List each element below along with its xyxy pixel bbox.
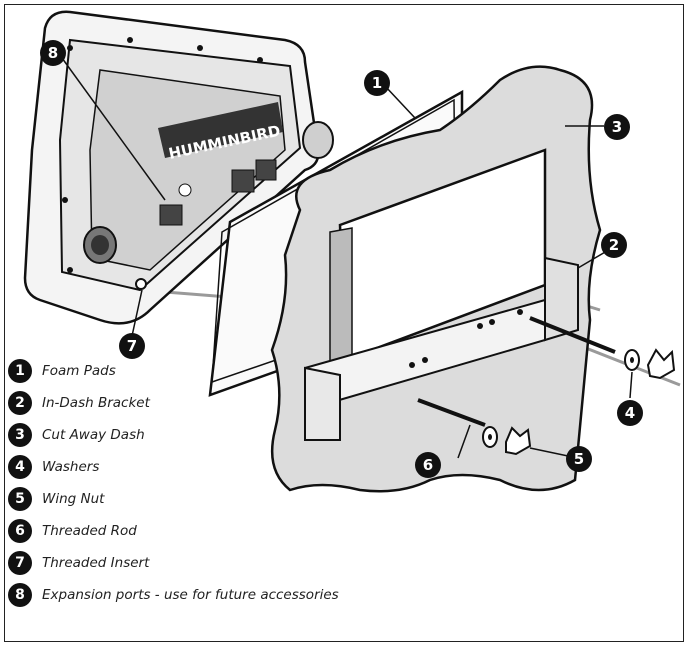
threaded-rods <box>417 316 616 427</box>
legend-item-washers: 4 Washers <box>8 454 99 480</box>
callout-2: 2 <box>601 232 627 258</box>
legend-label: Wing Nut <box>42 491 105 507</box>
legend-number: 2 <box>8 391 32 415</box>
threaded-insert <box>135 278 147 290</box>
legend-number: 7 <box>8 551 32 575</box>
wing-nuts <box>505 348 676 456</box>
legend-item-threaded-insert: 7 Threaded Insert <box>8 550 149 576</box>
legend-item-foam-pads: 1 Foam Pads <box>8 358 116 384</box>
legend-label: Threaded Insert <box>42 555 150 571</box>
washers <box>482 349 640 448</box>
callout-1: 1 <box>364 70 390 96</box>
diagram-frame <box>4 4 684 642</box>
legend-number: 4 <box>8 455 32 479</box>
mounting-knob <box>83 121 334 264</box>
legend-number: 6 <box>8 519 32 543</box>
callout-5: 5 <box>566 446 592 472</box>
callout-7: 7 <box>119 333 145 359</box>
legend-label: Threaded Rod <box>42 523 137 539</box>
legend-number: 8 <box>8 583 32 607</box>
legend-item-expansion-ports: 8 Expansion ports - use for future acces… <box>8 582 339 608</box>
legend-number: 5 <box>8 487 32 511</box>
callout-6: 6 <box>415 452 441 478</box>
legend-label: Foam Pads <box>42 363 116 379</box>
legend-number: 1 <box>8 359 32 383</box>
legend-number: 3 <box>8 423 32 447</box>
callout-8: 8 <box>40 40 66 66</box>
in-dash-bracket <box>304 256 579 441</box>
legend-label: Expansion ports - use for future accesso… <box>42 587 339 603</box>
legend-label: Washers <box>42 459 100 475</box>
legend-item-cut-away-dash: 3 Cut Away Dash <box>8 422 145 448</box>
legend-item-in-dash-bracket: 2 In-Dash Bracket <box>8 390 150 416</box>
legend-label: In-Dash Bracket <box>42 395 150 411</box>
legend-item-threaded-rod: 6 Threaded Rod <box>8 518 137 544</box>
legend-item-wing-nut: 5 Wing Nut <box>8 486 104 512</box>
callout-4: 4 <box>617 400 643 426</box>
callout-3: 3 <box>604 114 630 140</box>
fishfinder-unit: HUMMINBIRD <box>23 10 334 325</box>
legend-label: Cut Away Dash <box>42 427 145 443</box>
expansion-ports <box>159 159 277 226</box>
